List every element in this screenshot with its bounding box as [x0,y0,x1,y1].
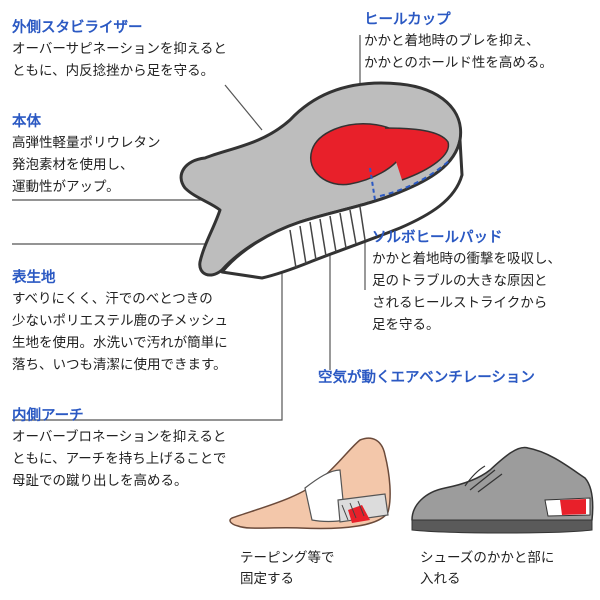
heel-cup-line: かかとのホールド性を高める。 [364,55,553,71]
sorbo-heel-pad-line: かかと着地時の衝撃を吸収し、 [372,251,561,267]
outer-stabilizer-title: 外側スタビライザー [12,20,143,36]
callout-sorbo-heel-pad: ソルボヒールパッド かかと着地時の衝撃を吸収し、 足のトラブルの大きな原因と さ… [372,228,561,336]
callout-inner-arch: 内側アーチ オーバーブロネーションを抑えると ともに、アーチを持ち上げることで … [12,406,226,492]
surface-fabric-line: すべりにくく、汗でのべとつきの [12,291,213,307]
caption-shoe-line: シューズのかかと部に [420,550,555,566]
inner-arch-line: ともに、アーチを持ち上げることで [12,451,227,467]
outer-stabilizer-line: ともに、内反捻挫から足を守る。 [12,63,215,79]
shoe-illustration [411,446,594,534]
heel-cup-line: かかと着地時のブレを抑え、 [364,33,540,49]
callout-surface-fabric: 表生地 すべりにくく、汗でのべとつきの 少ないポリエステル鹿の子メッシュ 生地を… [12,268,228,376]
sorbo-heel-pad-title: ソルボヒールパッド [372,230,503,246]
caption-taping-line: 固定する [240,571,294,587]
caption-shoe: シューズのかかと部に 入れる [420,548,554,590]
caption-taping-line: テーピング等で [240,550,335,566]
body-line: 発泡素材を使用し、 [12,157,134,173]
body-title: 本体 [12,114,41,130]
air-ventilation-title: 空気が動くエアベンチレーション [318,370,535,386]
caption-shoe-line: 入れる [420,571,461,587]
callout-body: 本体 高弾性軽量ポリウレタン 発泡素材を使用し、 運動性がアップ。 [12,112,161,198]
inner-arch-title: 内側アーチ [12,408,84,424]
sorbo-heel-pad-line: 足を守る。 [372,317,440,333]
body-line: 高弾性軽量ポリウレタン [12,135,161,151]
surface-fabric-title: 表生地 [12,270,56,286]
sorbo-heel-pad-line: されるヒールストライクから [372,295,548,311]
body-line: 運動性がアップ。 [12,179,120,195]
foot-illustration [229,437,391,530]
inner-arch-line: オーバーブロネーションを抑えると [12,429,227,445]
callout-outer-stabilizer: 外側スタビライザー オーバーサピネーションを抑えると ともに、内反捻挫から足を守… [12,18,227,82]
heel-cup-title: ヒールカップ [364,12,451,28]
leader-inner-arch [12,260,283,421]
surface-fabric-line: 少ないポリエステル鹿の子メッシュ [12,313,228,329]
surface-fabric-line: 生地を使用。水洗いで汚れが簡単に [12,335,228,351]
outer-stabilizer-line: オーバーサピネーションを抑えると [12,41,227,57]
sorbo-heel-pad-line: 足のトラブルの大きな原因と [372,273,548,289]
callout-lines [12,35,366,421]
surface-fabric-line: 落ち、いつも清潔に使用できます。 [12,357,227,373]
inner-arch-line: 母趾での蹴り出しを高める。 [12,473,188,489]
leader-outer-stabilizer [224,84,263,131]
callout-heel-cup: ヒールカップ かかと着地時のブレを抑え、 かかとのホールド性を高める。 [364,10,553,74]
callout-air-ventilation: 空気が動くエアベンチレーション [318,368,535,388]
insole-body [179,81,464,280]
caption-taping: テーピング等で 固定する [240,548,335,590]
